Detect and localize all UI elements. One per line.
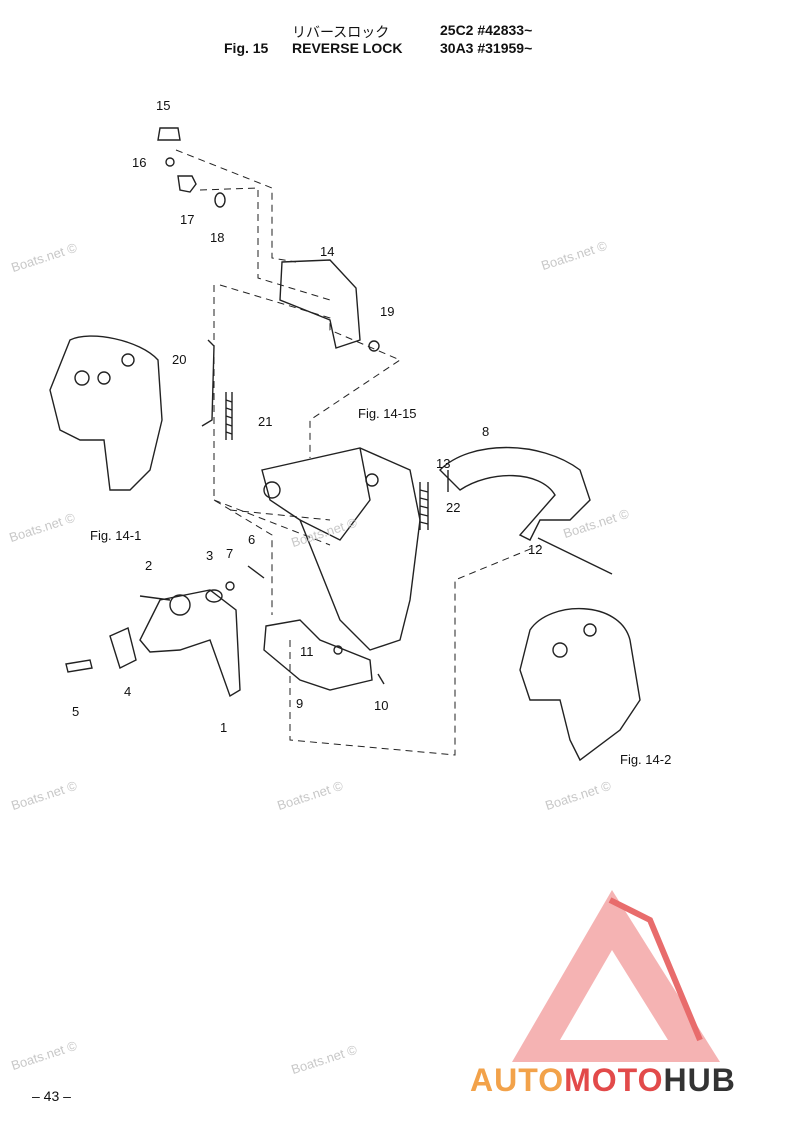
- part-label-21: 21: [258, 414, 273, 429]
- part-label-6: 6: [248, 532, 256, 547]
- logo-moto: MOTO: [564, 1062, 664, 1098]
- part-label-2: 2: [145, 558, 153, 573]
- jp-title: リバースロック: [292, 24, 390, 40]
- part-label-13: 13: [436, 456, 451, 471]
- part-label-5: 5: [72, 704, 80, 719]
- part-label-7: 7: [226, 546, 234, 561]
- figure-title: REVERSE LOCK: [292, 40, 403, 56]
- model-range-1: 25C2 #42833~: [440, 22, 533, 38]
- part-label-1: 1: [220, 720, 228, 735]
- ref-fig-14-1: Fig. 14-1: [90, 528, 142, 543]
- ref-fig-14-15: Fig. 14-15: [358, 406, 417, 421]
- part-label-11: 11: [300, 644, 314, 659]
- part-label-12: 12: [528, 542, 543, 557]
- automotohub-logo-mark: [512, 890, 720, 1062]
- part-label-19: 19: [380, 304, 395, 319]
- part-label-16: 16: [132, 155, 147, 170]
- part-label-8: 8: [482, 424, 490, 439]
- figure-label: Fig. 15: [224, 40, 269, 56]
- logo-hub: HUB: [663, 1062, 736, 1098]
- part-label-18: 18: [210, 230, 225, 245]
- page-number: – 43 –: [32, 1088, 71, 1104]
- ref-fig-14-2: Fig. 14-2: [620, 752, 672, 767]
- part-label-3: 3: [206, 548, 214, 563]
- part-label-15: 15: [156, 98, 171, 113]
- part-label-14: 14: [320, 244, 335, 259]
- part-label-9: 9: [296, 696, 304, 711]
- logo-auto: AUTO: [470, 1062, 565, 1098]
- part-label-22: 22: [446, 500, 461, 515]
- part-label-17: 17: [180, 212, 195, 227]
- automotohub-logo-text: AUTOMOTOHUB: [470, 1062, 736, 1099]
- model-range-2: 30A3 #31959~: [440, 40, 533, 56]
- part-label-10: 10: [374, 698, 389, 713]
- part-label-20: 20: [172, 352, 187, 367]
- part-label-4: 4: [124, 684, 132, 699]
